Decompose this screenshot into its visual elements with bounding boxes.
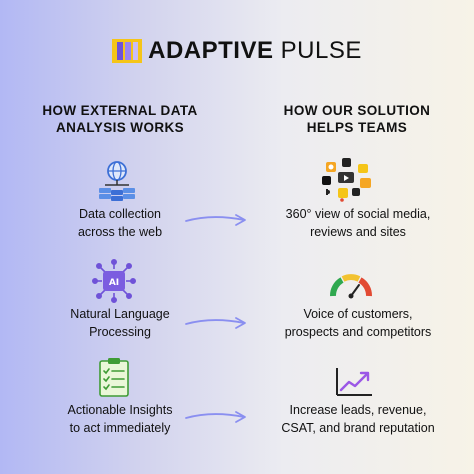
sentiment-gauge-icon xyxy=(330,274,372,299)
left-column-heading: HOW EXTERNAL DATA ANALYSIS WORKS xyxy=(42,103,198,135)
brand-name-light: PULSE xyxy=(280,37,362,64)
brand-name-bold: ADAPTIVE xyxy=(148,37,274,64)
pulse-logo-icon xyxy=(112,39,143,63)
arrow-right-icon xyxy=(185,214,246,226)
checklist-icon xyxy=(99,358,129,397)
left-step-2-text: Natural Language Processing xyxy=(70,307,170,339)
left-step-3-text: Actionable Insights to act immediately xyxy=(67,403,173,435)
right-step-2-text: Voice of customers, prospects and compet… xyxy=(284,307,432,339)
arrow-right-icon xyxy=(185,317,246,329)
left-step-1-text: Data collection across the web xyxy=(77,207,163,239)
svg-text:AI: AI xyxy=(109,278,119,288)
brand-name: ADAPTIVE PULSE xyxy=(148,37,362,65)
social-media-cluster-icon xyxy=(322,158,371,202)
arrow-right-icon xyxy=(185,411,246,423)
growth-chart-icon xyxy=(336,368,372,396)
brand-header: ADAPTIVE PULSE xyxy=(0,36,474,66)
right-step-3-text: Increase leads, revenue, CSAT, and brand… xyxy=(281,403,435,435)
database-globe-icon xyxy=(99,161,135,201)
right-column-heading: HOW OUR SOLUTION HELPS TEAMS xyxy=(283,103,431,135)
right-step-1-text: 360° view of social media, reviews and s… xyxy=(285,207,431,239)
ai-chip-icon: AI xyxy=(92,259,136,303)
